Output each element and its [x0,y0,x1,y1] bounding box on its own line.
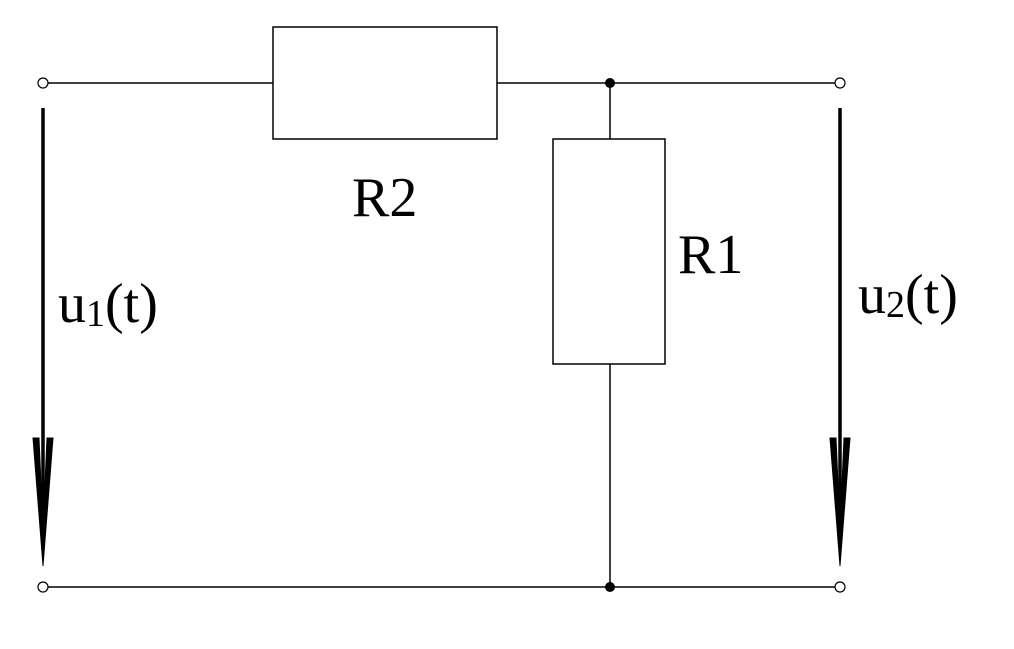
junction-top [605,78,615,88]
resistor-r2 [272,26,498,140]
terminal-input-bottom [37,581,49,593]
label-u1-base: u [58,273,86,335]
junction-bottom [605,582,615,592]
terminal-output-top [834,77,846,89]
label-u2-suffix: (t) [905,264,958,326]
resistor-r1 [552,138,666,365]
label-u2-subscript: 2 [886,284,905,326]
label-u1: u1(t) [58,273,158,335]
terminal-output-bottom [834,581,846,593]
label-u2-base: u [858,264,886,326]
label-r1: R1 [678,224,743,286]
terminal-input-top [37,77,49,89]
output-voltage-arrow [829,108,851,567]
label-u2: u2(t) [858,264,958,326]
label-u1-subscript: 1 [86,293,105,335]
input-voltage-arrow [32,108,54,567]
label-r2: R2 [352,167,417,229]
label-u1-suffix: (t) [105,273,158,335]
